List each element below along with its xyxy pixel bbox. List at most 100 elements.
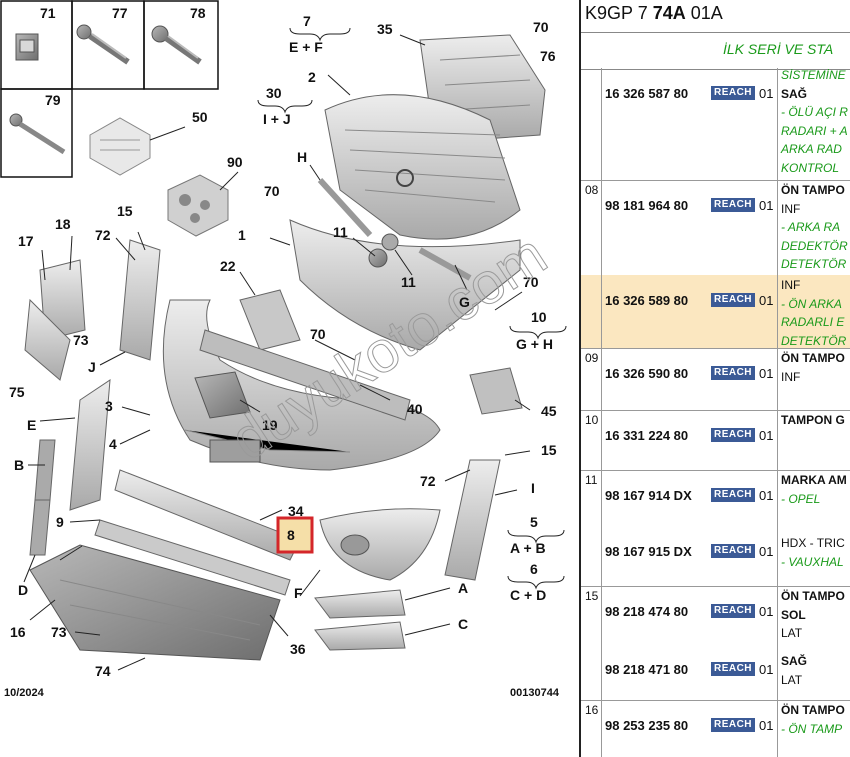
callout-label[interactable]: 75 [9,384,25,400]
quantity: 01 [759,718,774,733]
callout-label[interactable]: 36 [290,641,306,657]
callout-label[interactable]: I [531,480,535,496]
clip-part-b [34,439,56,501]
callout-label[interactable]: 74 [95,663,111,679]
description-line: - ÖN TAMP [781,721,843,736]
callout-label[interactable]: 70 [264,183,280,199]
part-number[interactable]: 98 167 914 DX [605,488,692,503]
callout-label[interactable]: 79 [45,92,61,108]
part-number[interactable]: 98 218 474 80 [605,604,689,619]
callout-label[interactable]: 40 [407,401,423,417]
description-line: LAT [781,672,803,687]
callout-label[interactable]: 77 [112,5,128,21]
part-number[interactable]: 98 218 471 80 [605,662,689,677]
part-number[interactable]: 98 253 235 80 [605,718,689,733]
description-line: - ÖN ARKA [781,296,842,311]
callout-label[interactable]: 78 [190,5,206,21]
item-number: 10 [585,413,599,427]
callout-label[interactable]: E + F [289,39,323,55]
item-number: 11 [585,473,598,487]
part-number[interactable]: 16 326 589 80 [605,293,689,308]
callout-label[interactable]: 45 [541,403,557,419]
bracket-part-i [444,459,501,581]
callout-label[interactable]: 7 [303,13,311,29]
callout-label[interactable]: 50 [192,109,208,125]
callout-label[interactable]: 9 [56,514,64,530]
callout-label[interactable]: 73 [73,332,89,348]
callout-label[interactable]: 4 [109,436,117,452]
reach-badge: REACH [711,544,755,558]
callout-label[interactable]: B [14,457,24,473]
callout-label[interactable]: 72 [420,473,436,489]
callout-label[interactable]: 90 [227,154,243,170]
callout-label[interactable]: I + J [263,111,291,127]
grille-part-2 [324,94,521,240]
part-number[interactable]: 16 326 587 80 [605,86,689,101]
callout-label[interactable]: C [458,616,468,632]
description-line: RADARI + A [781,123,848,138]
bracket-part-e [69,379,111,511]
callout-label[interactable]: 34 [288,503,304,519]
part-number[interactable]: 98 167 915 DX [605,544,692,559]
callout-label[interactable]: 19 [262,417,278,433]
absorber-part-40 [199,329,411,421]
callout-label[interactable]: 71 [40,5,56,21]
callout-label[interactable]: 3 [105,398,113,414]
callout-label[interactable]: 73 [51,624,67,640]
item-number: 08 [585,183,599,197]
callout-label[interactable]: 22 [220,258,236,274]
callout-label[interactable]: 2 [308,69,316,85]
callout-label[interactable]: 70 [310,326,326,342]
part-number[interactable]: 16 326 590 80 [605,366,689,381]
callout-label[interactable]: F [294,585,303,601]
callout-label[interactable]: 70 [523,274,539,290]
callout-label[interactable]: 72 [95,227,111,243]
callout-label[interactable]: 70 [533,19,549,35]
callout-label[interactable]: H [297,149,307,165]
callout-label[interactable]: J [88,359,96,375]
ref-bold: 74A [652,3,686,23]
callout-label[interactable]: 1 [238,227,246,243]
callout-label[interactable]: 17 [18,233,34,249]
callout-label[interactable]: 6 [530,561,538,577]
callout-label[interactable]: 10 [531,309,547,325]
callout-label[interactable]: E [27,417,36,433]
callout-label[interactable]: 11 [401,274,416,290]
description-line: ARKA RAD [781,142,842,156]
callout-label[interactable]: 8 [287,527,295,543]
callout-label[interactable]: 18 [55,216,71,232]
callout-label[interactable]: 35 [377,21,393,37]
callout-label[interactable]: 15 [117,203,133,219]
ref-suffix: 01A [690,3,723,23]
callout-label[interactable]: C + D [510,587,546,603]
bracket-part-17 [24,298,71,381]
description-line: ÖN TAMPO [781,589,845,603]
callout-label[interactable]: G + H [516,336,553,352]
description-line: DEDEKTÖR [781,238,848,253]
callout-label[interactable]: 30 [266,85,282,101]
callout-label[interactable]: A [458,580,468,596]
callout-label[interactable]: 5 [530,514,538,530]
callout-label[interactable]: 76 [540,48,556,64]
callout-label[interactable]: 15 [541,442,557,458]
callout-label[interactable]: A + B [510,540,546,556]
callout-label[interactable]: G [459,294,470,310]
part-number[interactable]: 98 181 964 80 [605,198,689,213]
callout-label[interactable]: 16 [10,624,26,640]
reach-badge: REACH [711,604,755,618]
figure-number: 00130744 [510,687,560,699]
callout-label[interactable]: D [18,582,28,598]
part-number[interactable]: 16 331 224 80 [605,428,689,443]
callout-label[interactable]: 11 [333,224,348,240]
